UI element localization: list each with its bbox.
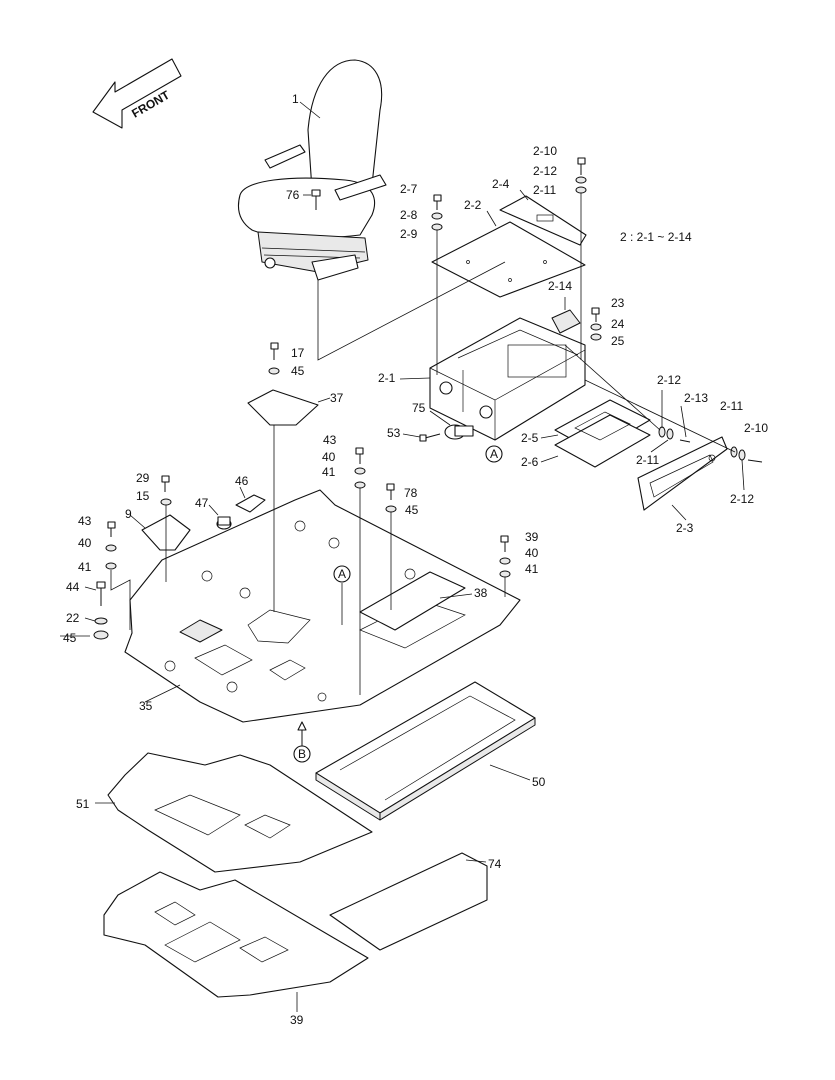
callout: 22	[66, 611, 80, 625]
callout: 47	[195, 496, 209, 510]
sheet-39	[103, 871, 369, 998]
callout: 43	[323, 433, 337, 447]
callout: 2-9	[400, 227, 418, 241]
callout: 2-2	[464, 198, 482, 212]
hardware-2-7-to-2-9	[431, 194, 443, 231]
callout: 53	[387, 426, 401, 440]
callout: 45	[63, 631, 77, 645]
callout: 24	[611, 317, 625, 331]
seat-plate-2-2	[431, 221, 586, 298]
floor-plate-35	[124, 489, 521, 723]
tray-2-5-2-6	[554, 399, 651, 468]
callout: 41	[322, 465, 336, 479]
callout: 46	[235, 474, 249, 488]
bolt-76	[311, 189, 321, 210]
callout-labels: 1 76 2-7 2-8 2-9 2-4 2-2 2-10 2-12 2-11 …	[63, 92, 768, 1027]
callout: 2-1	[378, 371, 396, 385]
callout: 2-11	[533, 183, 556, 197]
plate-2-3	[637, 436, 728, 511]
hardware-17-45	[268, 342, 280, 375]
ref-marker-a2: A	[333, 565, 351, 583]
callout: 41	[78, 560, 92, 574]
callout: 75	[412, 401, 426, 415]
hardware-29-15	[160, 475, 172, 506]
callout: 25	[611, 334, 625, 348]
callout: 9	[125, 507, 132, 521]
hardware-43-41-mid	[354, 447, 366, 489]
bolt-53	[419, 433, 441, 442]
callout: 35	[139, 699, 153, 713]
callout: 2-12	[657, 373, 681, 387]
svg-text:A: A	[338, 567, 346, 581]
callout: 38	[474, 586, 488, 600]
hardware-left-stack	[93, 521, 117, 640]
hardware-23-25	[590, 307, 602, 341]
callout: 78	[404, 486, 418, 500]
callout: 45	[291, 364, 305, 378]
callout: 43	[78, 514, 92, 528]
svg-text:B: B	[298, 747, 306, 761]
callout: 50	[532, 775, 546, 789]
callout: 2-4	[492, 177, 510, 191]
seat-assembly	[237, 59, 387, 281]
callout: 39	[290, 1013, 304, 1027]
callout: 2-7	[400, 182, 418, 196]
hardware-78-45	[385, 483, 397, 513]
callout: 2-11	[720, 399, 743, 413]
hardware-39-41-right	[499, 535, 511, 578]
front-arrow: FRONT	[92, 58, 182, 129]
grommet-46	[235, 494, 266, 513]
callout: 23	[611, 296, 625, 310]
ref-marker-b: B	[293, 721, 311, 763]
callout: 2-5	[521, 431, 539, 445]
group-note: 2 : 2-1 ~ 2-14	[620, 230, 692, 244]
mat-50	[315, 681, 536, 821]
callout: 2-11	[636, 453, 659, 467]
callout: 15	[136, 489, 150, 503]
callout: 40	[78, 536, 92, 550]
callout: 2-6	[521, 455, 539, 469]
callout: 2-10	[533, 144, 557, 158]
callout: 74	[488, 857, 502, 871]
callout: 45	[405, 503, 419, 517]
callout: 37	[330, 391, 344, 405]
callout: 40	[525, 546, 539, 560]
plate-2-4	[499, 195, 587, 246]
callout: 17	[291, 346, 305, 360]
grommet-47	[216, 516, 232, 530]
callout: 2-8	[400, 208, 418, 222]
hardware-right	[658, 426, 763, 463]
mat-51	[107, 752, 373, 873]
callout: 29	[136, 471, 150, 485]
callout: 1	[292, 92, 299, 106]
callout: 76	[286, 188, 300, 202]
frame-box-2-1	[429, 309, 586, 441]
callout: 2-13	[684, 391, 708, 405]
callout: 2-10	[744, 421, 768, 435]
ref-marker-a1: A	[485, 445, 503, 463]
callout: 2-3	[676, 521, 694, 535]
svg-text:A: A	[490, 447, 498, 461]
leader-lines	[60, 101, 745, 1012]
callout: 51	[76, 797, 90, 811]
callout: 2-12	[533, 164, 557, 178]
cover-37	[247, 389, 319, 426]
callout: 40	[322, 450, 336, 464]
pad-38	[359, 571, 466, 631]
callout: 2-14	[548, 279, 572, 293]
callout: 2-12	[730, 492, 754, 506]
callout: 39	[525, 530, 539, 544]
hardware-2-10-top	[575, 157, 587, 194]
mat-74	[329, 852, 488, 951]
knob-75	[444, 424, 474, 440]
callout: 44	[66, 580, 80, 594]
assembly-lines	[110, 193, 736, 695]
callout: 41	[525, 562, 539, 576]
